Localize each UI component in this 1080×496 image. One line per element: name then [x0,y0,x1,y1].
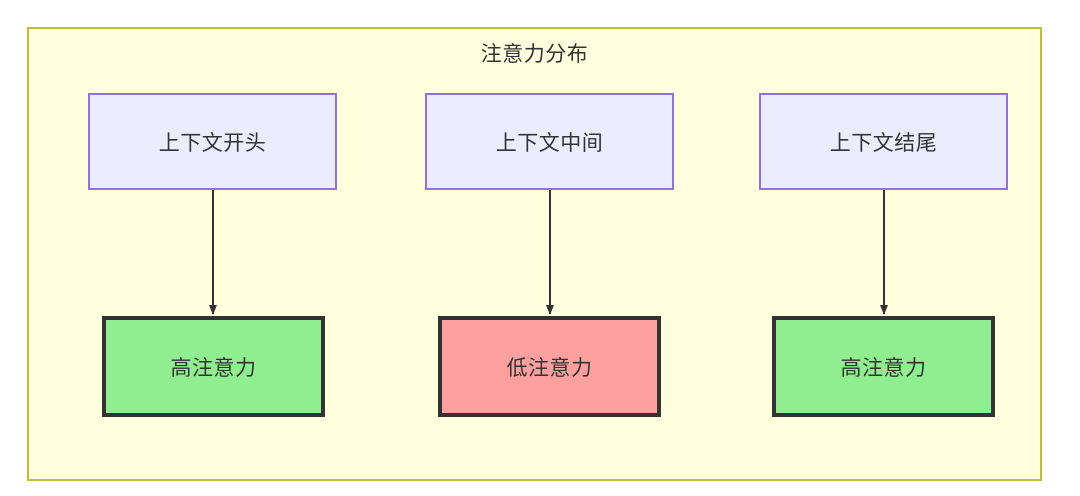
node-high-attention-end[interactable]: 高注意力 [772,316,995,417]
node-high-attention-start[interactable]: 高注意力 [102,316,325,417]
node-context-end[interactable]: 上下文结尾 [759,93,1008,190]
node-context-start[interactable]: 上下文开头 [88,93,337,190]
subgraph-title: 注意力分布 [480,42,589,66]
node-context-middle[interactable]: 上下文中间 [425,93,674,190]
node-low-attention-middle[interactable]: 低注意力 [438,316,661,417]
